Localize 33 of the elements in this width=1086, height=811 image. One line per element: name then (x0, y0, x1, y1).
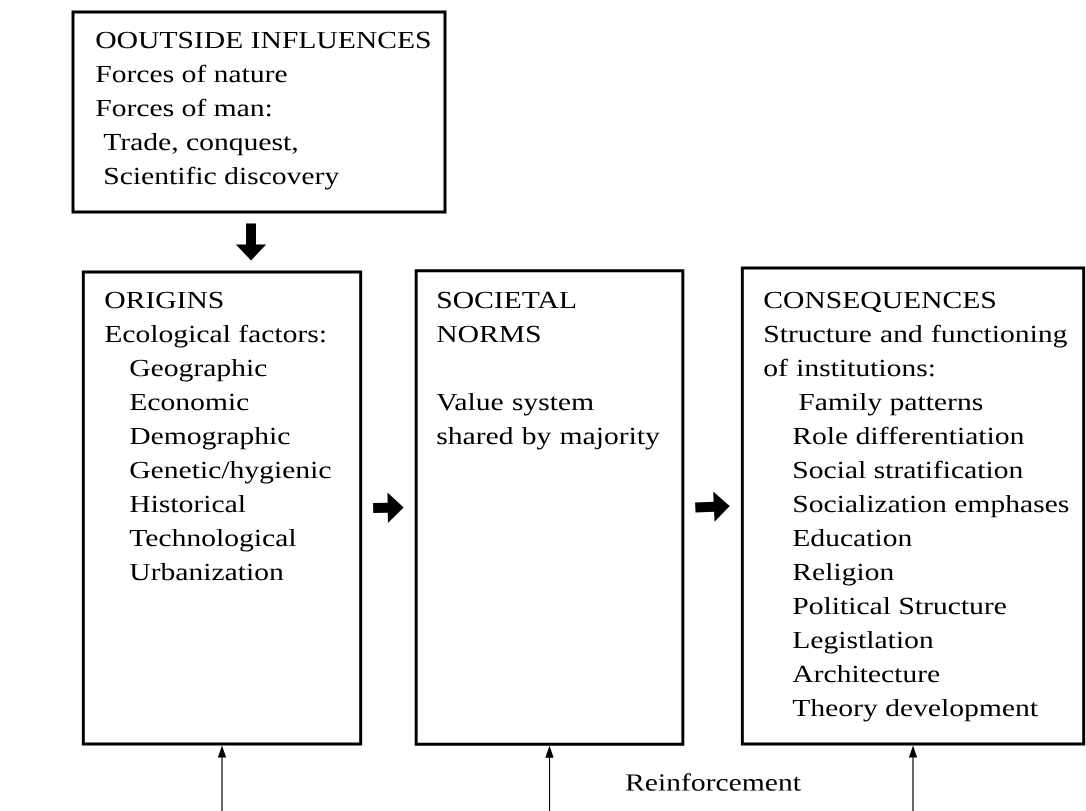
box-text: Ecological factors: (105, 324, 325, 348)
box (71, 10, 447, 214)
box-text: Demographic (130, 426, 290, 450)
box-text: Structure and functioning of institutions: (764, 324, 1067, 377)
box-text: Socialization emphases (794, 494, 1069, 518)
box-text: Legistlation (793, 630, 934, 654)
box-text: Trade, conquest, (103, 132, 297, 156)
box-text: Social stratification (794, 460, 1023, 479)
box-text: Forces of man: (96, 98, 271, 117)
box-text: Scientific discovery (105, 166, 340, 190)
box-text: Genetic/hygienic (130, 460, 331, 484)
box-text: Political Structure (793, 596, 1006, 615)
box-heading: CONSEQUENCES (764, 291, 995, 313)
label: Reinforcement (625, 773, 801, 791)
box-text: Education (793, 528, 912, 547)
box-text: Urbanization (129, 562, 284, 581)
box-text: Architecture (792, 664, 940, 683)
box (414, 269, 685, 746)
box-text: Role differentiation (793, 426, 1024, 445)
box-heading: OOUTSIDE INFLUENCES (96, 31, 430, 49)
box-text: Theory development (792, 698, 1038, 722)
box-text: Family patterns (799, 392, 983, 416)
box-text: Technological (129, 528, 296, 552)
box-heading: SOCIETAL NORMS (437, 291, 576, 343)
box-text: Geographic (130, 358, 267, 382)
box-text: Religion (793, 562, 894, 586)
box-heading: ORIGINS (105, 291, 223, 309)
box (81, 270, 363, 746)
box (740, 266, 1086, 746)
box-text: Forces of nature (96, 64, 287, 83)
box-text: Economic (130, 393, 249, 411)
box-text: Value system shared by majority (436, 392, 660, 450)
box-text: Historical (130, 494, 246, 513)
